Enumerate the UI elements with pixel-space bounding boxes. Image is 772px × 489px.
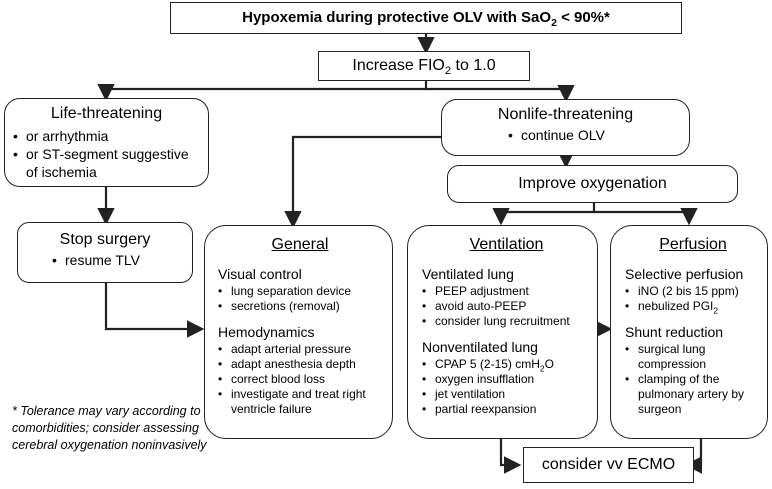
list-item: secretions (removal) bbox=[218, 299, 382, 314]
stop-surgery-box: Stop surgery resume TLV bbox=[17, 222, 193, 283]
nonlife-threatening-title: Nonlife-threatening bbox=[497, 106, 634, 123]
arrow-improve-to-perfusion bbox=[594, 207, 698, 226]
arrow-fio2-to-nonlife bbox=[426, 84, 575, 103]
arrow-stop-to-general bbox=[104, 283, 205, 338]
hypoxemia-box: Hypoxemia during protective OLV with SaO… bbox=[170, 2, 682, 34]
life-threatening-list: or arrhythmia or ST-segment suggestive o… bbox=[13, 127, 200, 181]
perfusion-title: Perfusion bbox=[659, 236, 727, 253]
shunt-reduction-list: surgical lung compression clamping of th… bbox=[625, 342, 761, 417]
arrow-ventilation-to-ecmo bbox=[499, 438, 522, 474]
visual-control-list: lung separation device secretions (remov… bbox=[218, 284, 382, 314]
selective-perfusion-list: iNO (2 bis 15 ppm) nebulized PGI2 bbox=[625, 284, 761, 315]
nonventilated-lung-heading: Nonventilated lung bbox=[422, 339, 538, 355]
perfusion-box: Perfusion Selective perfusion iNO (2 bis… bbox=[610, 225, 768, 439]
ventilation-box: Ventilation Ventilated lung PEEP adjustm… bbox=[407, 225, 598, 439]
list-item: surgical lung compression bbox=[625, 342, 761, 372]
visual-control-heading: Visual control bbox=[218, 266, 302, 282]
list-item: investigate and treat right ventricle fa… bbox=[218, 387, 382, 417]
list-item: oxygen insufflation bbox=[422, 372, 591, 387]
list-item: jet ventilation bbox=[422, 387, 591, 402]
list-item: correct blood loss bbox=[218, 372, 382, 387]
nonlife-threatening-box: Nonlife-threatening continue OLV bbox=[441, 99, 690, 156]
list-item: partial reexpansion bbox=[422, 402, 591, 417]
list-item: CPAP 5 (2-15) cmH2O bbox=[422, 357, 591, 373]
list-item: resume TLV bbox=[52, 251, 184, 269]
list-item: lung separation device bbox=[218, 284, 382, 299]
list-item: or ST-segment suggestive of ischemia bbox=[13, 145, 200, 181]
list-item: adapt anesthesia depth bbox=[218, 357, 382, 372]
list-item: nebulized PGI2 bbox=[625, 299, 761, 315]
ventilated-lung-heading: Ventilated lung bbox=[422, 266, 514, 282]
hemodynamics-list: adapt arterial pressure adapt anesthesia… bbox=[218, 342, 382, 417]
list-item: avoid auto-PEEP bbox=[422, 299, 591, 314]
arrow-fio2-to-life bbox=[97, 81, 428, 102]
increase-fio2-box: Increase FIO2 to 1.0 bbox=[318, 51, 530, 81]
selective-perfusion-heading: Selective perfusion bbox=[625, 266, 744, 282]
improve-oxygenation-box: Improve oxygenation bbox=[447, 165, 738, 203]
tolerance-footnote: * Tolerance may vary according to comorb… bbox=[12, 404, 207, 452]
life-threatening-box: Life-threatening or arrhythmia or ST-seg… bbox=[4, 98, 209, 187]
consider-ecmo-box: consider vv ECMO bbox=[523, 447, 694, 483]
stop-surgery-title: Stop surgery bbox=[59, 231, 151, 248]
general-box: General Visual control lung separation d… bbox=[204, 225, 393, 439]
list-item: consider lung recruitment bbox=[422, 314, 591, 329]
list-item: iNO (2 bis 15 ppm) bbox=[625, 284, 761, 299]
list-item: PEEP adjustment bbox=[422, 284, 591, 299]
nonventilated-lung-list: CPAP 5 (2-15) cmH2O oxygen insufflation … bbox=[422, 357, 591, 417]
hemodynamics-heading: Hemodynamics bbox=[218, 324, 315, 340]
stop-surgery-list: resume TLV bbox=[26, 251, 184, 269]
list-item: adapt arterial pressure bbox=[218, 342, 382, 357]
list-item: clamping of the pulmonary artery by surg… bbox=[625, 372, 761, 417]
shunt-reduction-heading: Shunt reduction bbox=[625, 324, 724, 340]
ventilation-title: Ventilation bbox=[469, 236, 544, 253]
general-title: General bbox=[271, 236, 329, 253]
arrow-nonlife-to-general bbox=[284, 135, 441, 229]
ventilated-lung-list: PEEP adjustment avoid auto-PEEP consider… bbox=[422, 284, 591, 329]
life-threatening-title: Life-threatening bbox=[50, 105, 163, 122]
list-item: or arrhythmia bbox=[13, 127, 200, 145]
nonlife-threatening-list: continue OLV bbox=[450, 126, 681, 144]
list-item: continue OLV bbox=[508, 126, 681, 144]
arrow-improve-to-ventilation bbox=[492, 203, 596, 226]
